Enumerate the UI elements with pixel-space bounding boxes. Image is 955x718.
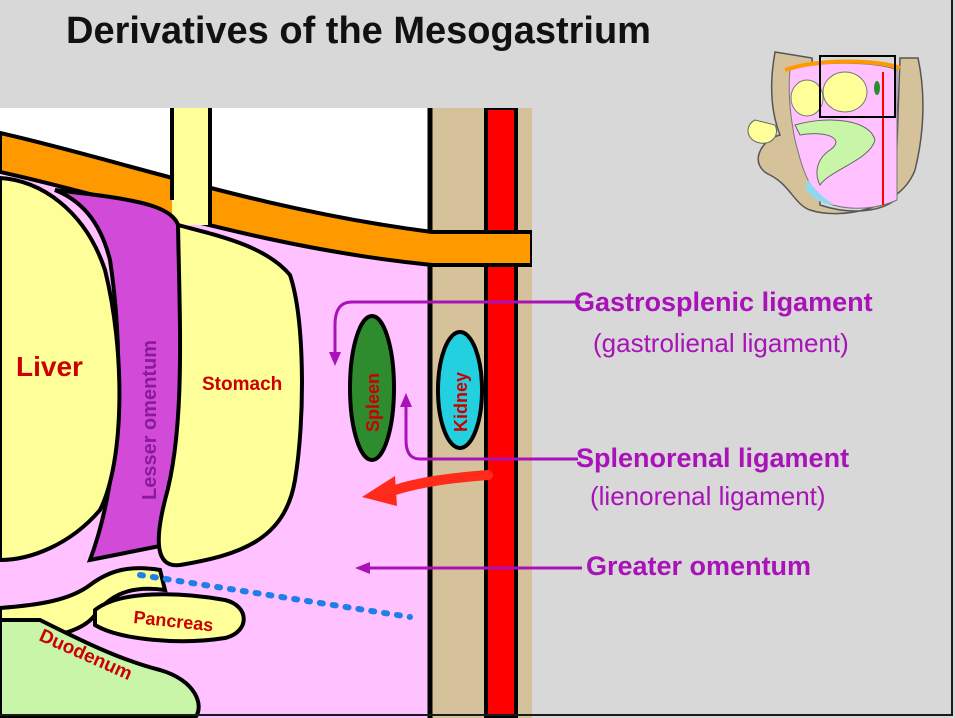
liver [0,175,122,563]
label-lienorenal-ligament: (lienorenal ligament) [590,481,826,511]
splenorenal-arrowhead [400,393,412,407]
stomach [156,222,304,568]
label-splenorenal-ligament: Splenorenal ligament [576,443,850,473]
gastrosplenic-connector [333,300,580,352]
rotation-arrow [390,470,493,495]
splenorenal-connector [404,405,578,461]
aorta [484,108,518,718]
duodenum [0,618,201,718]
label-stomach: Stomach [202,374,282,395]
label-gastrolienal-ligament: (gastrolienal ligament) [593,328,849,358]
pancreas [93,592,246,644]
label-greater-omentum: Greater omentum [586,551,812,581]
label-gastrosplenic-ligament: Gastrosplenic ligament [574,287,873,317]
rotation-arrowhead [362,476,397,506]
spleen [348,314,396,462]
label-kidney: Kidney [451,372,471,432]
kidney [436,330,484,450]
inset-focus-box [819,55,896,118]
slide-title: Derivatives of the Mesogastrium [66,10,651,52]
label-spleen: Spleen [363,373,383,432]
gastrosplenic-arrowhead [329,352,341,366]
orientation-inset [747,51,924,215]
esophagus [172,108,210,225]
greater-omentum-arrowhead [355,562,370,574]
label-liver: Liver [16,351,83,382]
label-lesser-omentum: Lesser omentum [139,340,161,500]
